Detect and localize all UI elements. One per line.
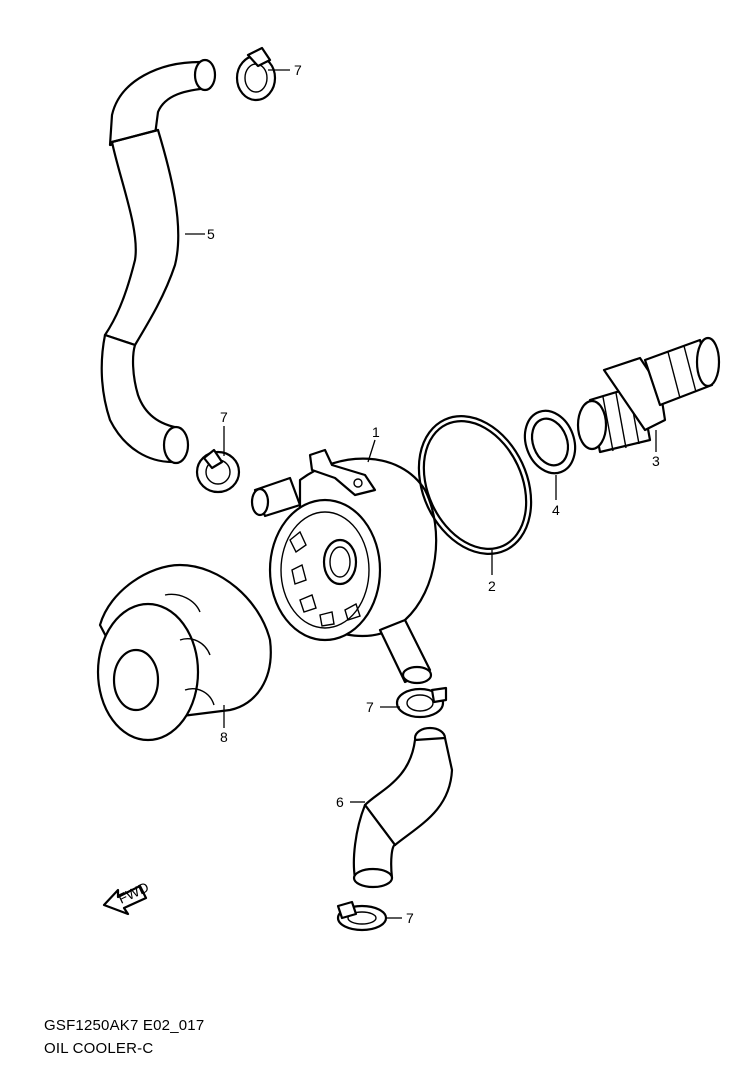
oil-filter-part-8[interactable] — [96, 563, 272, 742]
callout-6: 6 — [336, 794, 344, 810]
callout-5: 5 — [207, 226, 215, 242]
o-ring-part-2[interactable] — [397, 398, 552, 572]
diagram-code: GSF1250AK7 E02_017 — [44, 1017, 205, 1034]
fwd-arrow-icon: FWD — [102, 879, 151, 916]
callout-3: 3 — [652, 453, 660, 469]
clamp-part-7-lower[interactable] — [395, 686, 448, 719]
clamp-part-7-bottom[interactable] — [336, 900, 388, 932]
callout-4: 4 — [552, 502, 560, 518]
leader-lines — [185, 69, 657, 919]
callout-7-bottom: 7 — [406, 910, 414, 926]
callout-7-lower: 7 — [366, 699, 374, 715]
diagram-title: OIL COOLER-C — [44, 1040, 154, 1057]
callout-7-mid: 7 — [220, 409, 228, 425]
callout-8: 8 — [220, 729, 228, 745]
callout-7-top: 7 — [294, 62, 302, 78]
hose-lower-part-6[interactable] — [352, 726, 454, 889]
oil-cooler-part-1[interactable] — [250, 448, 438, 685]
callout-1: 1 — [372, 424, 380, 440]
hose-upper-part-5[interactable] — [100, 58, 217, 465]
callout-2: 2 — [488, 578, 496, 594]
gasket-part-4[interactable] — [517, 404, 584, 481]
clamp-part-7-mid[interactable] — [195, 448, 241, 494]
union-bolt-part-3[interactable] — [576, 336, 721, 454]
clamp-part-7-top[interactable] — [235, 46, 277, 102]
